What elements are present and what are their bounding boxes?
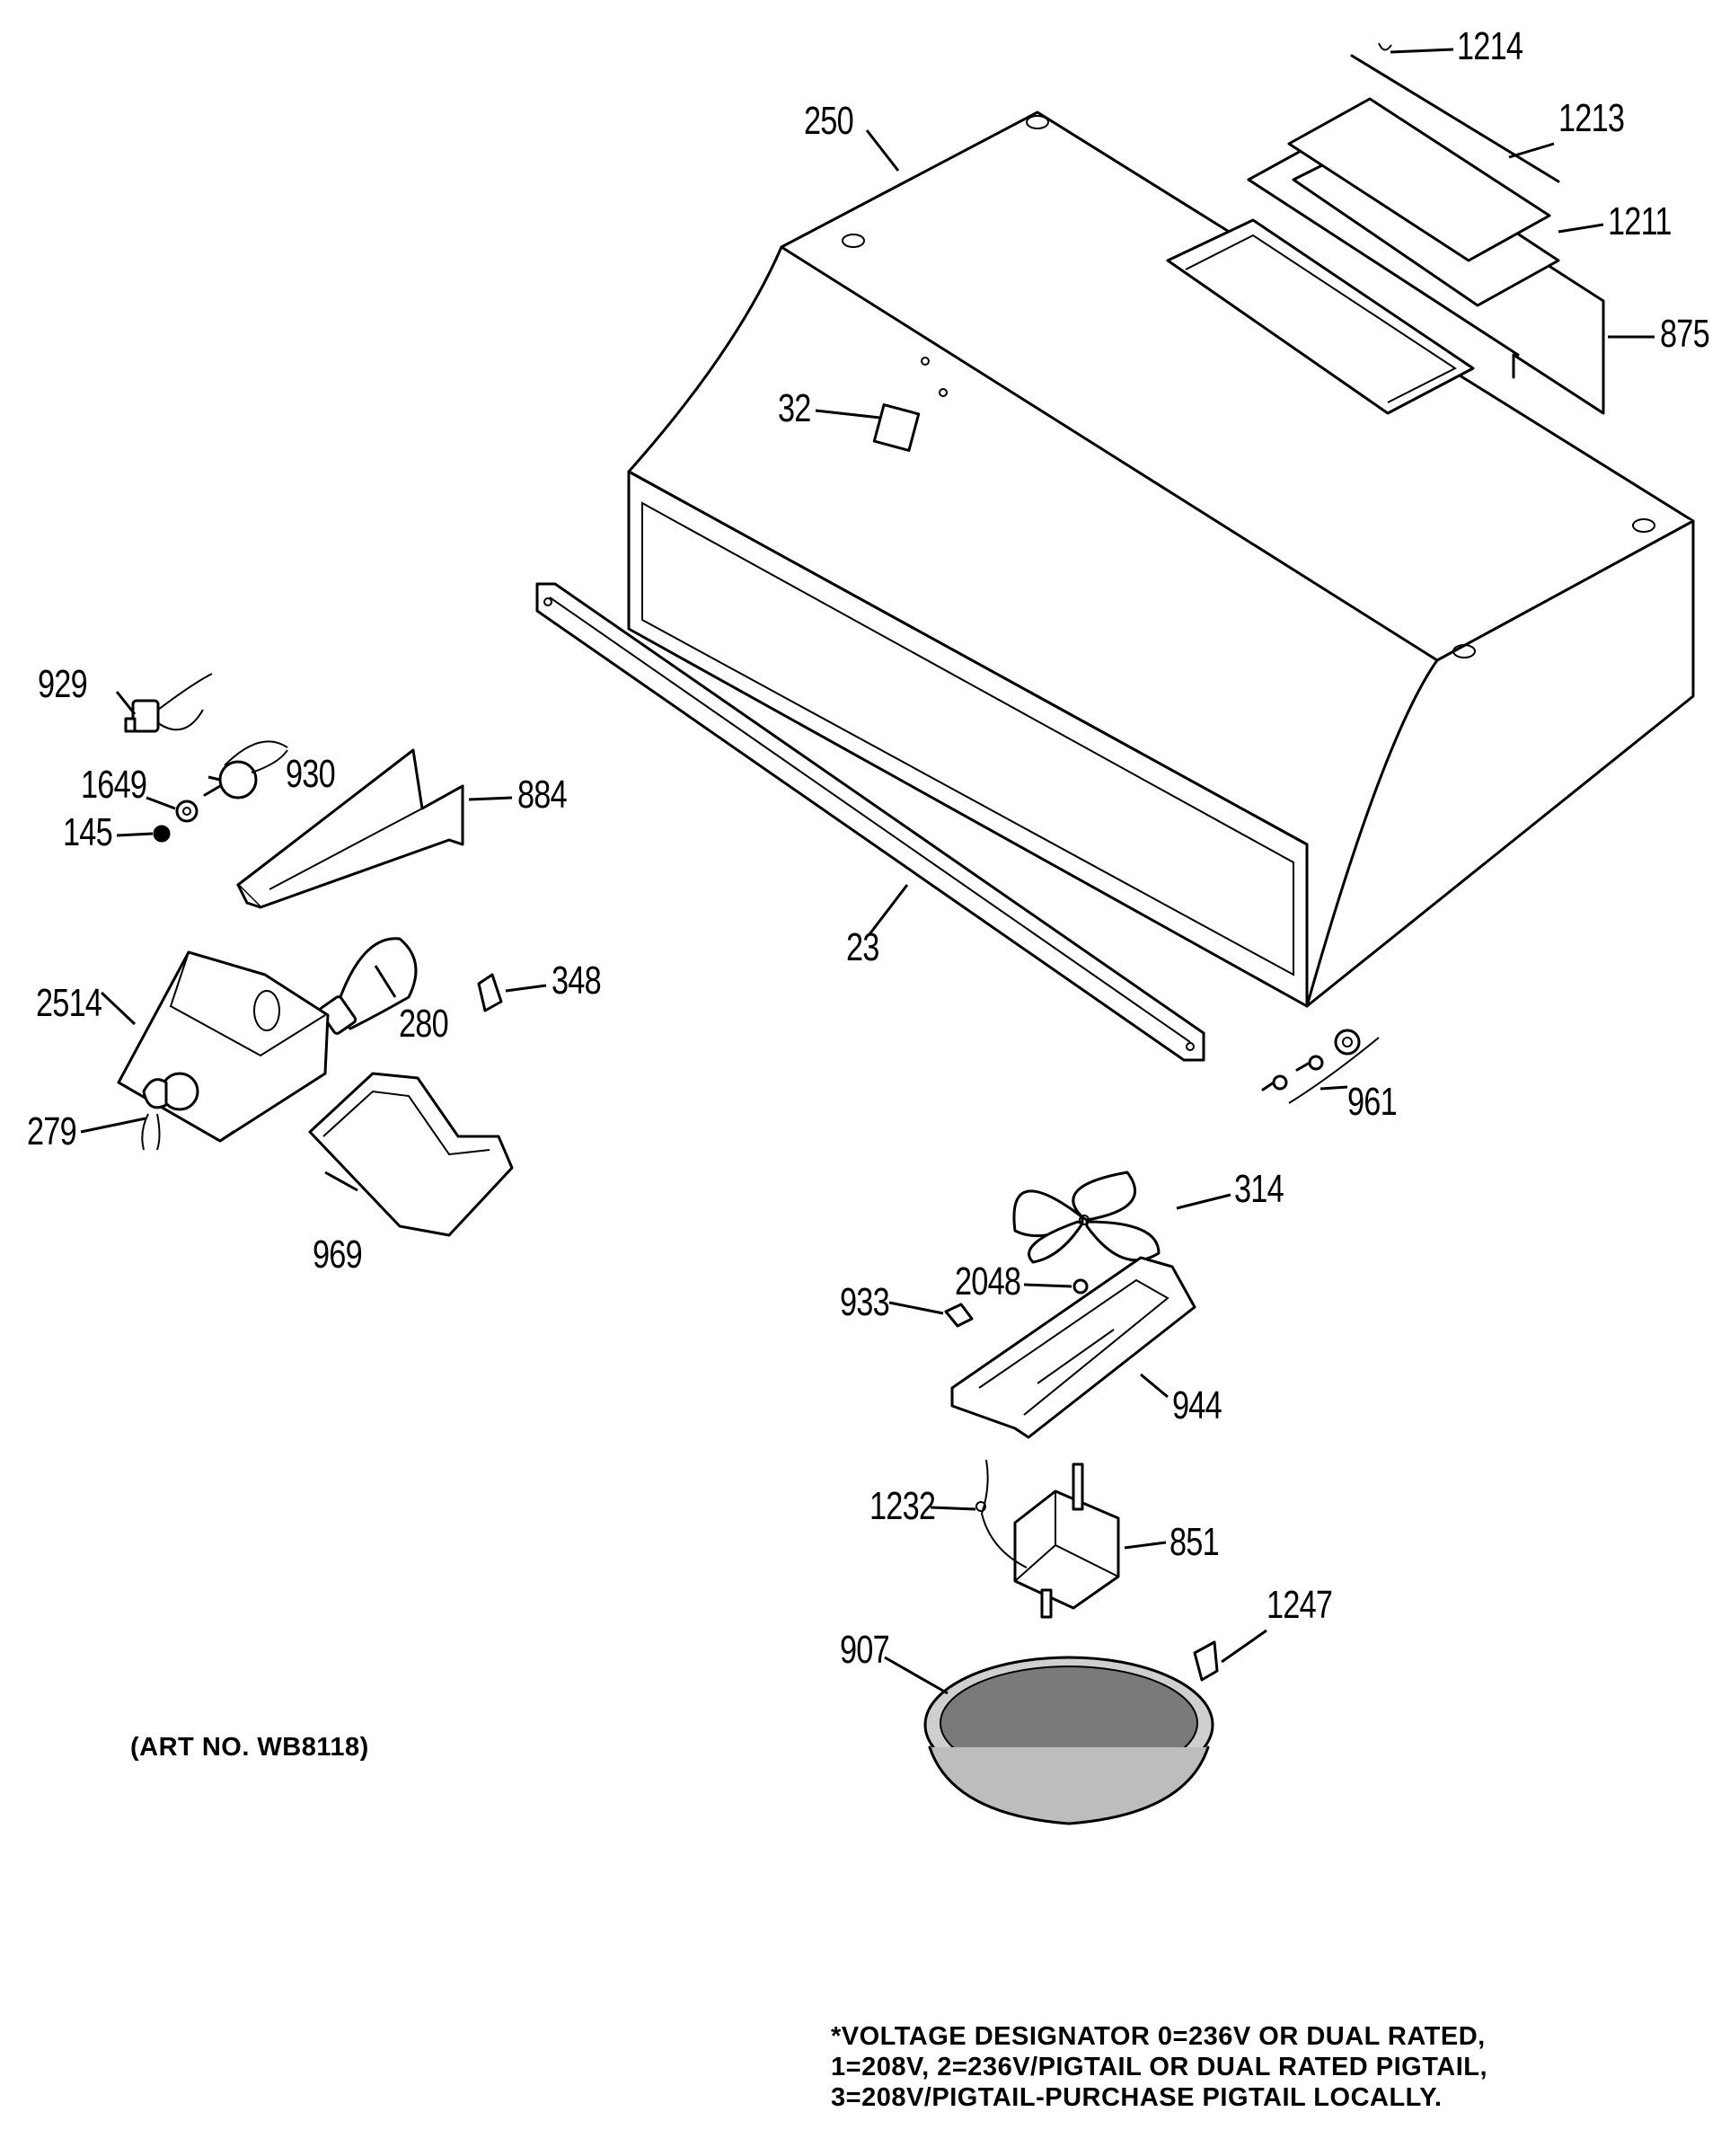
fan-motor <box>1013 1462 1120 1619</box>
voltage-note-line: 3=208V/PIGTAIL-PURCHASE PIGTAIL LOCALLY. <box>831 2083 1443 2112</box>
callout-907: 907 <box>840 1628 890 1672</box>
callout-1649: 1649 <box>81 763 147 807</box>
callout-1214: 1214 <box>1457 24 1523 68</box>
callout-32: 32 <box>778 386 811 430</box>
callout-933: 933 <box>840 1280 890 1324</box>
callout-250: 250 <box>804 99 854 143</box>
screw-set-961 <box>1261 1029 1380 1104</box>
control-bracket <box>236 748 464 909</box>
clip-933 <box>944 1303 974 1328</box>
art-number: (ART NO. WB8118) <box>130 1733 369 1762</box>
nut-2048 <box>1072 1278 1089 1294</box>
callout-1232: 1232 <box>869 1484 936 1528</box>
voltage-note: *VOLTAGE DESIGNATOR 0=236V OR DUAL RATED… <box>831 2021 1487 2113</box>
socket-279 <box>141 1078 168 1151</box>
damper-plate <box>1287 97 1551 262</box>
callout-929: 929 <box>38 662 88 706</box>
light-shield <box>308 1072 514 1237</box>
callout-145: 145 <box>63 810 113 854</box>
nut-145 <box>153 825 171 843</box>
callout-875: 875 <box>1660 312 1710 356</box>
callout-279: 279 <box>27 1109 77 1153</box>
voltage-note-line: *VOLTAGE DESIGNATOR 0=236V OR DUAL RATED… <box>831 2022 1486 2051</box>
callout-961: 961 <box>1347 1080 1398 1124</box>
callout-1213: 1213 <box>1558 96 1625 140</box>
callout-969: 969 <box>313 1233 363 1277</box>
callout-2514: 2514 <box>36 981 102 1025</box>
callout-23: 23 <box>846 925 879 969</box>
fan-blade <box>1012 1171 1161 1264</box>
callout-884: 884 <box>517 773 568 817</box>
leader-lines <box>80 48 1655 1695</box>
callout-1211: 1211 <box>1608 199 1672 243</box>
switch-929 <box>124 673 213 733</box>
wire-1232 <box>975 1459 1028 1568</box>
lamp-housing <box>117 950 330 1143</box>
bracket-1247 <box>1193 1640 1219 1682</box>
hood-body <box>627 110 1695 1008</box>
trim-strip <box>535 582 1205 1062</box>
callout-2048: 2048 <box>955 1259 1021 1303</box>
damper-rod <box>1350 42 1560 183</box>
callout-348: 348 <box>552 959 602 1003</box>
washer-1649 <box>175 800 199 823</box>
callout-280: 280 <box>399 1002 449 1046</box>
switch-930 <box>203 740 288 800</box>
grease-filter <box>923 1656 1214 1825</box>
voltage-note-line: 1=208V, 2=236V/PIGTAIL OR DUAL RATED PIG… <box>831 2053 1488 2081</box>
callout-851: 851 <box>1170 1520 1220 1564</box>
callout-1247: 1247 <box>1267 1583 1333 1627</box>
callout-930: 930 <box>286 752 336 796</box>
callout-944: 944 <box>1172 1383 1222 1427</box>
clip-348 <box>477 973 503 1012</box>
callout-314: 314 <box>1234 1167 1284 1211</box>
motor-bracket <box>950 1256 1196 1439</box>
